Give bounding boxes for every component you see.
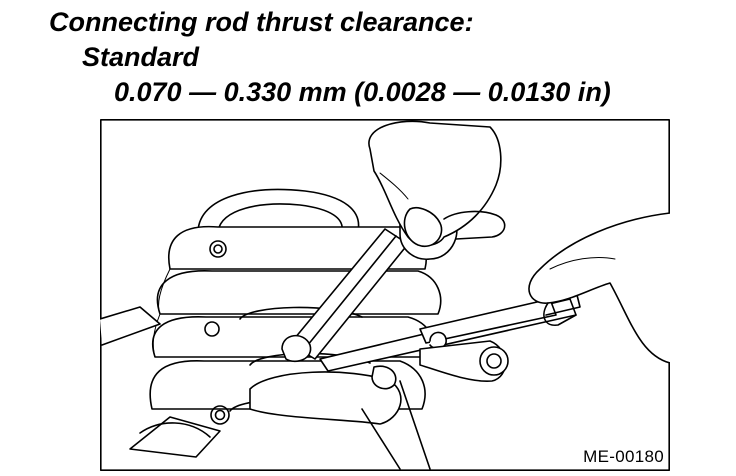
rod-eye-icon bbox=[419, 340, 509, 382]
hand-icon bbox=[528, 212, 670, 364]
thrust-clearance-illustration bbox=[100, 119, 670, 471]
hand-icon bbox=[368, 120, 506, 248]
spec-grade: Standard bbox=[82, 42, 200, 72]
illustration-frame: ME-00180 bbox=[100, 119, 670, 471]
figure-code-label: ME-00180 bbox=[583, 447, 664, 466]
spec-value: 0.070 — 0.330 mm (0.0028 — 0.0130 in) bbox=[114, 77, 611, 107]
spec-title: Connecting rod thrust clearance: bbox=[49, 7, 474, 37]
connecting-rod-icon bbox=[100, 306, 221, 458]
